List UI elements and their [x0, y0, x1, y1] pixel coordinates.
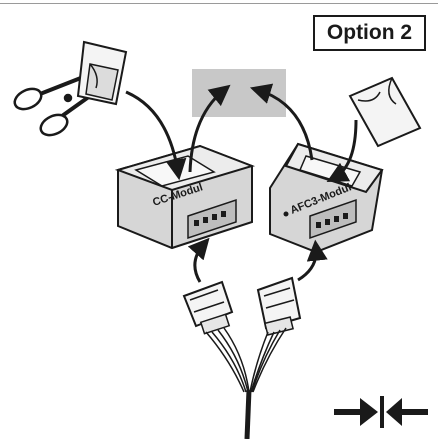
connector-plug-icon — [182, 280, 234, 335]
wire-bundle — [205, 327, 287, 439]
arrow-plug-to-afc3 — [297, 239, 328, 282]
sticker-sheet-icon — [348, 76, 422, 148]
arrow-afc3-to-target — [249, 83, 314, 161]
option-badge: Option 2 — [313, 15, 426, 51]
arrow-sticker-to-cc — [125, 90, 187, 181]
arrow-plug-to-cc — [187, 237, 210, 283]
sticker-sheet-icon — [76, 40, 128, 106]
compression-icon — [334, 396, 428, 428]
connector-plug-icon — [256, 276, 302, 336]
option-badge-label: Option 2 — [326, 21, 413, 44]
top-divider — [0, 3, 438, 4]
arrow-cc-to-target — [188, 84, 231, 173]
arrow-sticker-to-afc3 — [326, 119, 358, 183]
